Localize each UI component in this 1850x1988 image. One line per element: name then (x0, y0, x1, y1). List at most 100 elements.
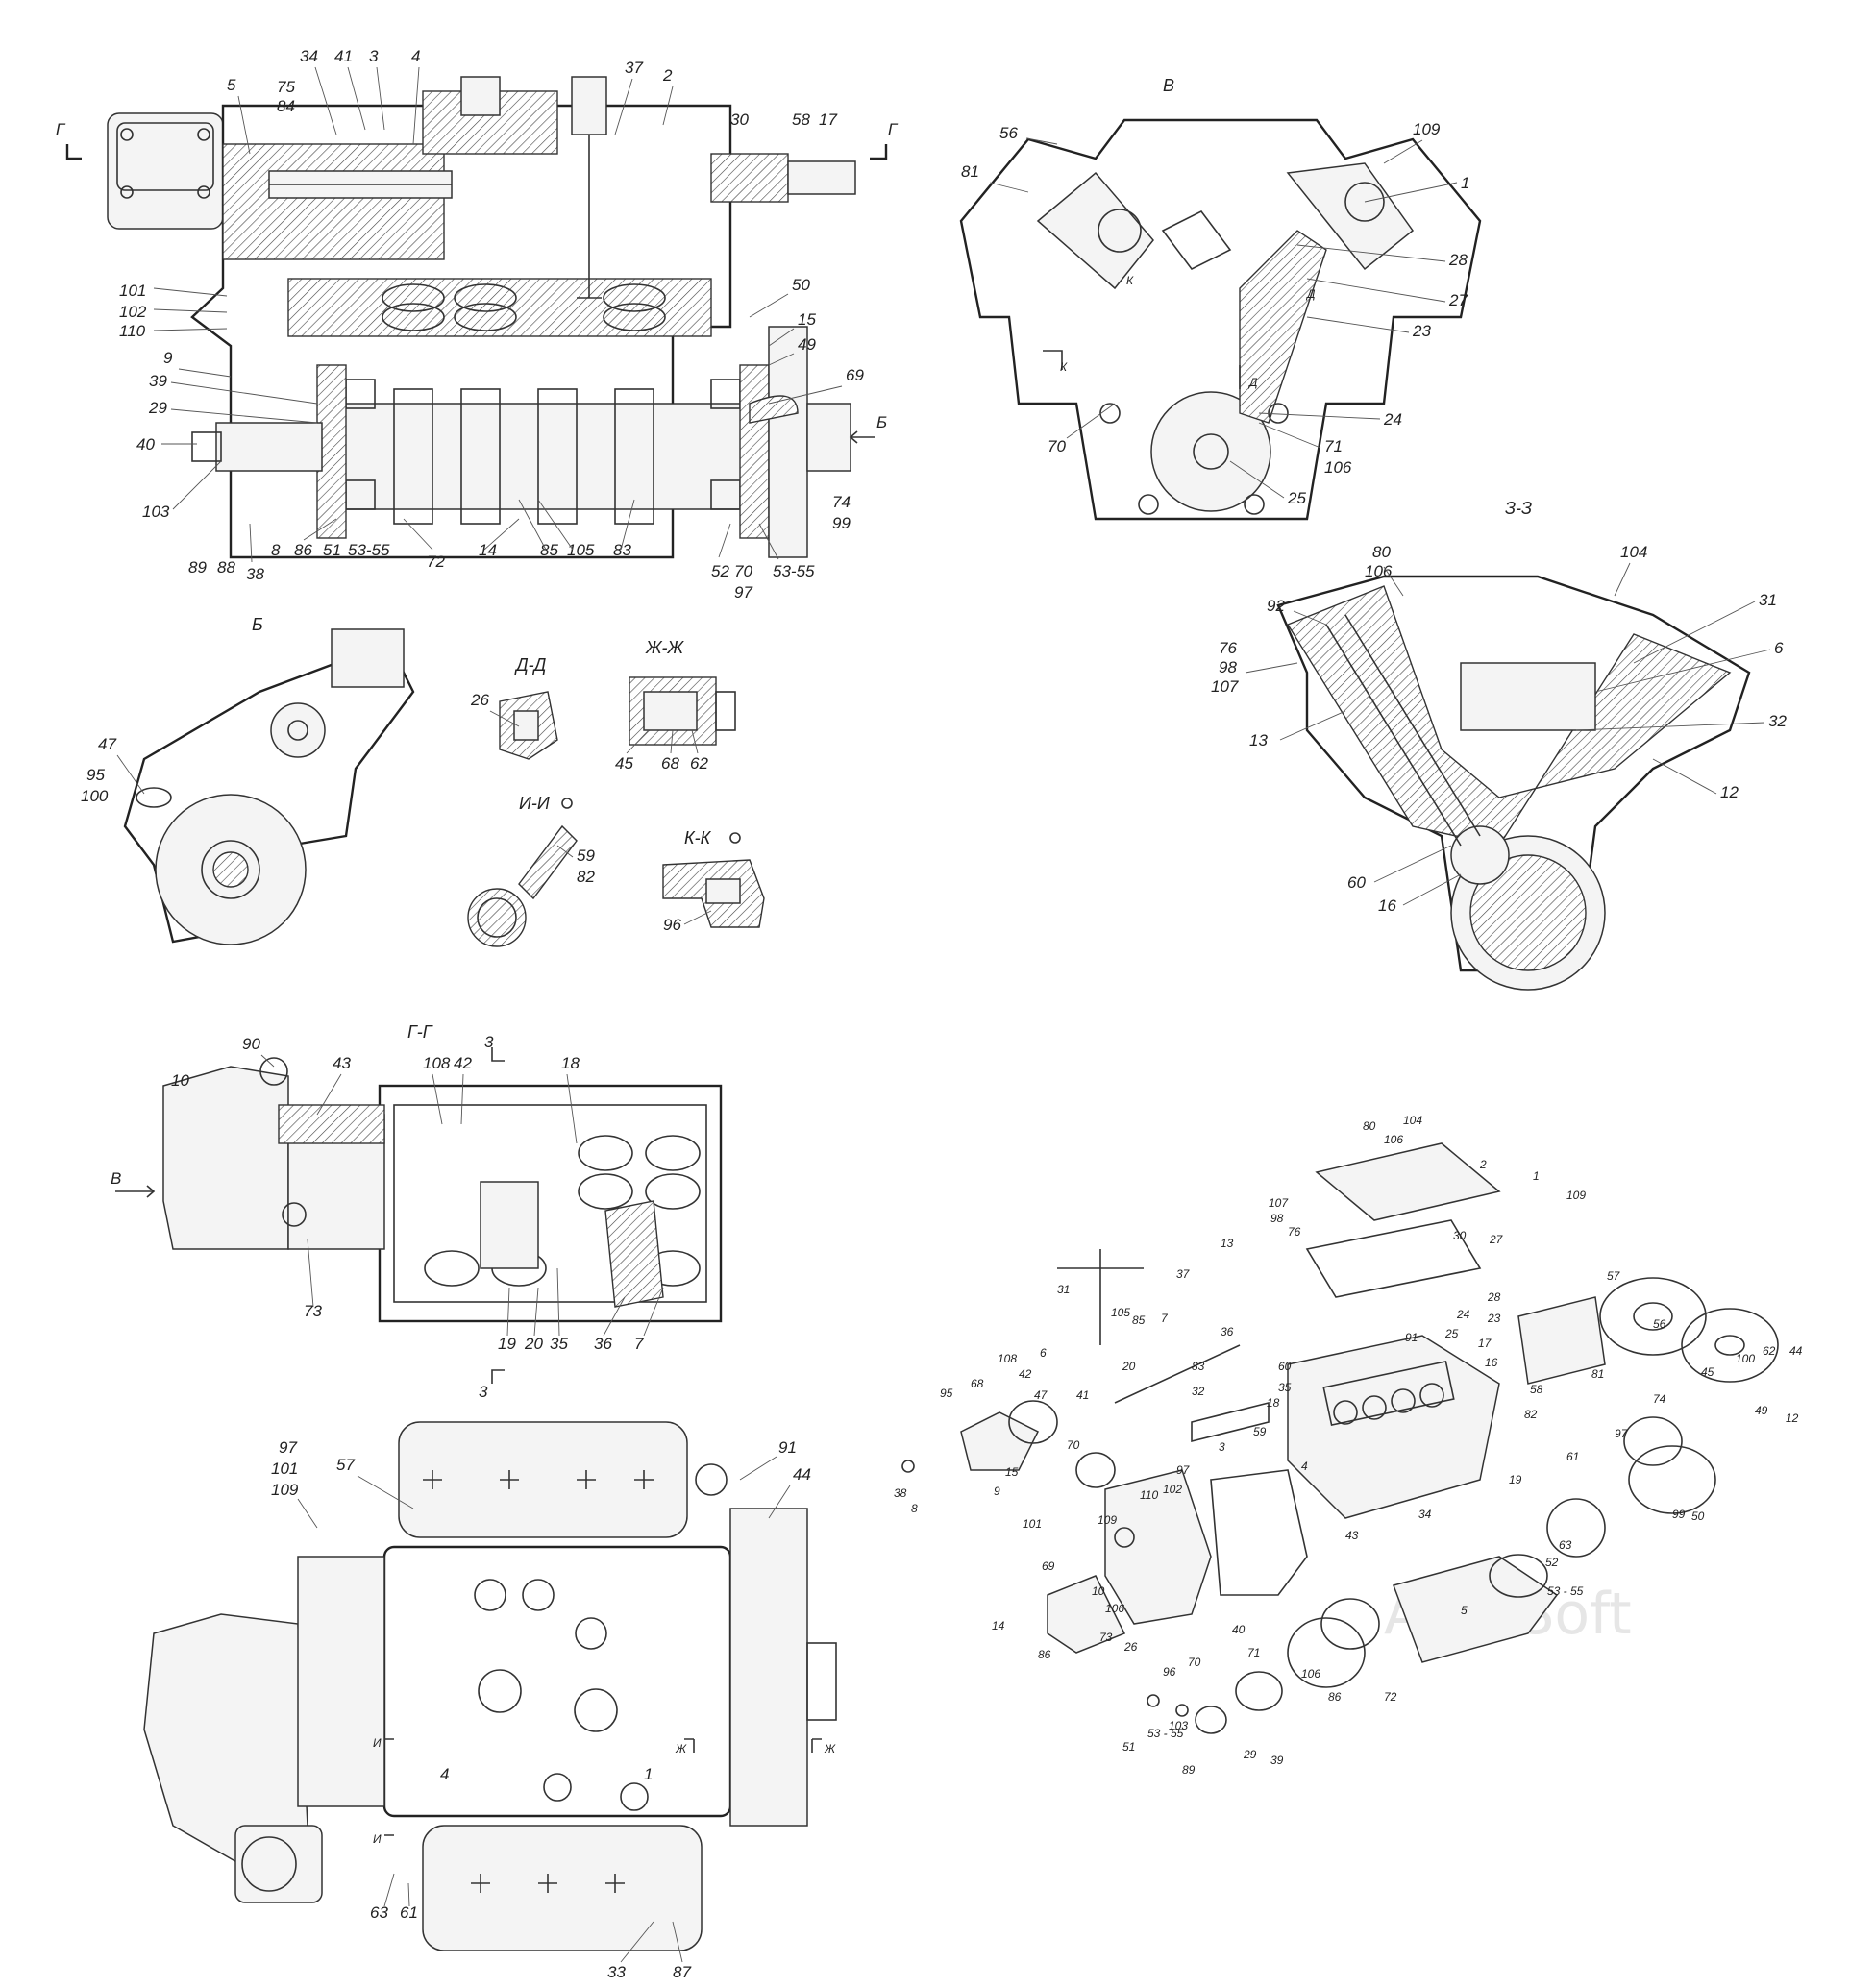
callout: 108 (423, 1054, 451, 1072)
callout: 47 (1034, 1388, 1048, 1402)
callout: 38 (894, 1486, 907, 1500)
callout: 75 (277, 78, 295, 96)
callout: 23 (1412, 322, 1431, 340)
callout: 73 (1099, 1631, 1113, 1644)
callout: 95 (940, 1387, 953, 1400)
callout: 76 (1288, 1225, 1301, 1239)
callout: 80 (1372, 543, 1391, 561)
callout: 18 (1267, 1396, 1280, 1410)
callout: 68 (971, 1377, 984, 1390)
callout: 1 (1461, 174, 1469, 192)
callout: 50 (792, 276, 810, 294)
callout: 4 (1301, 1460, 1308, 1473)
callout: 81 (1591, 1367, 1604, 1381)
section-mark-zh-left: Ж (675, 1742, 687, 1755)
callout: 70 (1048, 437, 1066, 455)
callout: 8 (911, 1502, 918, 1515)
callout: 91 (1405, 1331, 1418, 1344)
cylinder-4-mark: 4 (440, 1765, 449, 1783)
callout: 19 (498, 1335, 516, 1353)
callout: 101 (271, 1460, 298, 1478)
callout: 12 (1720, 783, 1739, 801)
callout: 20 (524, 1335, 543, 1353)
callout: 10 (1092, 1584, 1105, 1598)
callout: 29 (1243, 1748, 1257, 1761)
section-z-z (1276, 575, 1751, 991)
callout: 106 (1384, 1133, 1403, 1146)
callout: 20 (1122, 1360, 1136, 1373)
callout: 31 (1759, 591, 1777, 609)
callout: 53-55 (773, 562, 815, 580)
view-b-side (123, 628, 415, 945)
callout: 102 (119, 303, 147, 321)
callout: 53-55 (348, 541, 390, 559)
callout: 31 (1057, 1283, 1070, 1296)
exploded-callouts: 80 104 106 2 1 109 107 98 76 13 30 27 57… (894, 1114, 1803, 1777)
callout: 58 (792, 110, 810, 129)
callout: 106 (1324, 458, 1352, 477)
callout: 57 (336, 1456, 355, 1474)
callout: 17 (819, 110, 837, 129)
callout: 57 (1607, 1269, 1621, 1283)
callout: 73 (304, 1302, 322, 1320)
bottom-view-callouts: 97 101 109 57 91 44 63 61 33 87 (271, 1438, 811, 1981)
callout: 101 (119, 282, 146, 300)
callout: 25 (1444, 1327, 1459, 1340)
bottom-top-view (143, 1421, 837, 1951)
callout: 96 (1163, 1665, 1176, 1679)
view-arrow-v: В (111, 1169, 121, 1188)
callout: 2 (662, 66, 673, 85)
callout: 5 (227, 76, 236, 94)
callout: 106 (1365, 562, 1393, 580)
callout: 34 (1418, 1508, 1432, 1521)
callout: 85 (1132, 1313, 1146, 1327)
callout: 8 (271, 541, 281, 559)
callout: 97 (1176, 1463, 1191, 1477)
callout: 14 (479, 541, 497, 559)
callout: 3 (1219, 1440, 1225, 1454)
callout: 100 (1736, 1352, 1755, 1365)
callout: 82 (577, 868, 595, 886)
callout: 44 (1789, 1344, 1803, 1358)
callout: 30 (1453, 1229, 1467, 1242)
section-mark-i-bottom: И (373, 1832, 382, 1846)
callout: 89 (1182, 1763, 1196, 1777)
callout: 97 (279, 1438, 297, 1457)
callout: 83 (613, 541, 631, 559)
view-v-end (959, 118, 1482, 521)
callout: 97 (1615, 1427, 1629, 1440)
callout: 109 (1566, 1189, 1586, 1202)
callout: 69 (1042, 1559, 1055, 1573)
callout: 101 (1023, 1517, 1042, 1531)
callout: 62 (1763, 1344, 1776, 1358)
callout: 105 (567, 541, 595, 559)
callout: 37 (1176, 1267, 1191, 1281)
callout: 26 (470, 691, 489, 709)
callout: 28 (1487, 1290, 1501, 1304)
view-title-i-i: И-И (519, 794, 550, 813)
callout: 23 (1487, 1312, 1501, 1325)
callout: 36 (594, 1335, 612, 1353)
callout: 49 (798, 335, 816, 354)
section-mark-g-right: Г (888, 120, 899, 138)
callout: 25 (1287, 489, 1306, 507)
callout: 13 (1249, 731, 1268, 749)
callout: 72 (427, 552, 445, 571)
callout: 84 (277, 97, 295, 115)
section-mark-k2: К (1126, 274, 1134, 287)
callout: 97 (734, 583, 752, 601)
callout: 106 (1105, 1602, 1124, 1615)
callout: 4 (411, 47, 420, 65)
view-title-v: В (1163, 76, 1174, 95)
cylinder-1-mark: 1 (644, 1765, 653, 1783)
callout: 15 (798, 310, 816, 329)
callout: 16 (1485, 1356, 1498, 1369)
callout: 47 (98, 735, 116, 753)
callout: 76 (1219, 639, 1237, 657)
callout: 10 (171, 1071, 189, 1090)
callout: 62 (690, 754, 708, 773)
callout: 63 (1559, 1538, 1572, 1552)
callout: 82 (1524, 1408, 1538, 1421)
callout: 3 (369, 47, 379, 65)
callout: 36 (1221, 1325, 1234, 1338)
